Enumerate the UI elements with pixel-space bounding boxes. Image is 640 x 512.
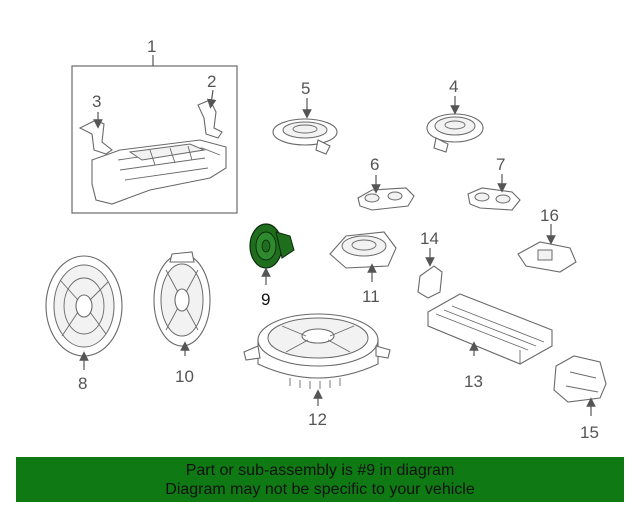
banner-line-2: Diagram may not be specific to your vehi…: [165, 481, 475, 498]
part-6-bracket[interactable]: [357, 187, 415, 211]
callout-8: 8: [78, 374, 87, 393]
part-13-amplifier[interactable]: [427, 293, 553, 365]
callout-12: 12: [308, 410, 327, 429]
part-16-module[interactable]: [517, 241, 577, 273]
callout-6: 6: [370, 155, 379, 174]
parts-diagram: 1 2 3 5 4 6 7 16: [45, 37, 607, 442]
part-7-bracket[interactable]: [467, 187, 521, 211]
callout-1: 1: [147, 37, 156, 56]
part-12-subwoofer[interactable]: [243, 313, 391, 389]
callout-14: 14: [420, 229, 439, 248]
callout-10: 10: [175, 367, 194, 386]
callout-arrow-2: [206, 89, 217, 109]
part-5-speaker[interactable]: [272, 118, 338, 155]
part-8-woofer[interactable]: [45, 255, 123, 357]
banner-line-1: Part or sub-assembly is #9 in diagram: [185, 462, 455, 479]
part-14-bracket[interactable]: [417, 265, 443, 299]
callout-15: 15: [580, 423, 599, 442]
callout-2: 2: [207, 72, 216, 91]
callout-16: 16: [540, 206, 559, 225]
callout-7: 7: [496, 155, 505, 174]
callout-5: 5: [301, 79, 310, 98]
callout-3: 3: [92, 92, 101, 111]
part-9-speaker-highlighted[interactable]: [249, 223, 295, 269]
callout-13: 13: [464, 372, 483, 391]
notice-banner: Part or sub-assembly is #9 in diagram Di…: [16, 457, 624, 502]
part-4-speaker[interactable]: [426, 113, 484, 153]
part-1-assembly[interactable]: [71, 55, 238, 214]
part-10-woofer[interactable]: [153, 251, 211, 347]
callout-11: 11: [362, 287, 380, 306]
callout-4: 4: [449, 77, 458, 96]
part-11-speaker[interactable]: [329, 231, 397, 269]
part-15-bracket[interactable]: [553, 355, 607, 403]
callout-9: 9: [261, 290, 270, 309]
